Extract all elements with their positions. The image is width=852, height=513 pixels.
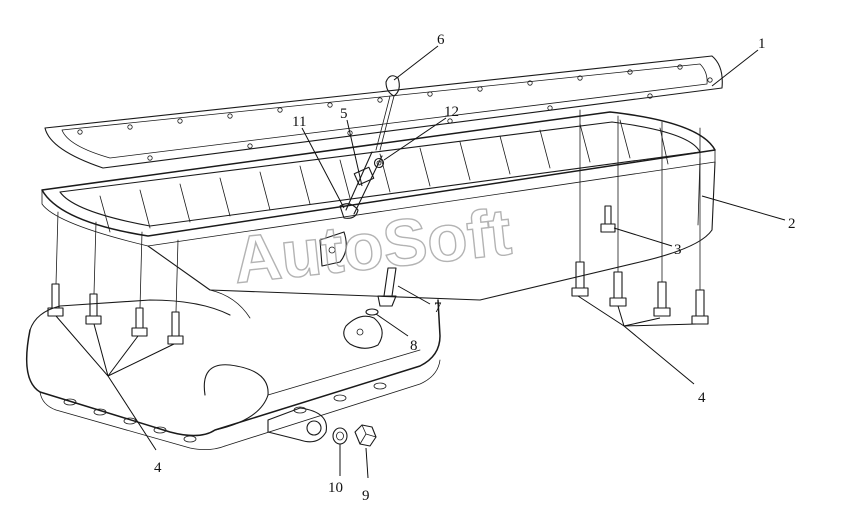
washer-part xyxy=(332,427,348,445)
callout-1: 1 xyxy=(758,36,766,52)
leader-2 xyxy=(701,195,786,221)
seal-ring-part xyxy=(365,308,379,316)
drain-boss xyxy=(267,407,328,443)
callout-numbers: 1 2 3 4 4 5 6 7 8 9 10 11 12 xyxy=(154,32,796,504)
callout-6: 6 xyxy=(437,32,445,48)
leader-4-left-b xyxy=(93,323,109,377)
callout-3: 3 xyxy=(674,242,682,258)
tube-clamp-part xyxy=(373,157,385,169)
leader-1 xyxy=(711,49,759,87)
sump-bottom-bosses xyxy=(63,382,387,443)
leader-4-right-a xyxy=(577,295,695,385)
sensor-part xyxy=(377,267,397,307)
sensor-mount-plate xyxy=(343,315,383,349)
callout-4-left: 4 xyxy=(154,460,162,476)
leader-5 xyxy=(346,119,363,187)
flange-bolts-left xyxy=(47,283,184,345)
callout-11: 11 xyxy=(292,114,306,130)
leader-6 xyxy=(393,45,439,81)
callout-2: 2 xyxy=(788,216,796,232)
flange-bolts-right xyxy=(571,261,709,325)
leader-lines xyxy=(55,45,786,479)
tube-bracket-part xyxy=(319,231,347,267)
callout-10: 10 xyxy=(328,480,343,496)
callout-4-right: 4 xyxy=(698,390,706,406)
drain-hole xyxy=(306,420,322,436)
dipstick-part xyxy=(375,75,400,151)
leader-4-left-c xyxy=(107,335,139,377)
leader-11 xyxy=(301,127,345,209)
pan-ribs xyxy=(99,119,669,233)
leader-7 xyxy=(397,285,431,305)
callout-12: 12 xyxy=(444,104,459,120)
callout-9: 9 xyxy=(362,488,370,504)
leader-8 xyxy=(375,313,409,337)
leader-4-right-b xyxy=(617,305,625,327)
leader-12 xyxy=(383,117,447,161)
dipstick-guide-tube xyxy=(339,151,383,219)
gasket-part xyxy=(44,55,723,169)
leader-4-right-c xyxy=(623,317,661,327)
stud-bolt-part xyxy=(600,205,616,233)
leader-3 xyxy=(613,227,673,247)
callout-5: 5 xyxy=(340,106,348,122)
leader-9 xyxy=(365,447,369,479)
drain-plug-part xyxy=(354,424,377,447)
leader-4-right-d xyxy=(623,323,697,327)
alignment-lines xyxy=(55,109,701,313)
leader-4-left-d xyxy=(107,343,175,377)
callout-8: 8 xyxy=(410,338,418,354)
callout-7: 7 xyxy=(434,300,442,316)
